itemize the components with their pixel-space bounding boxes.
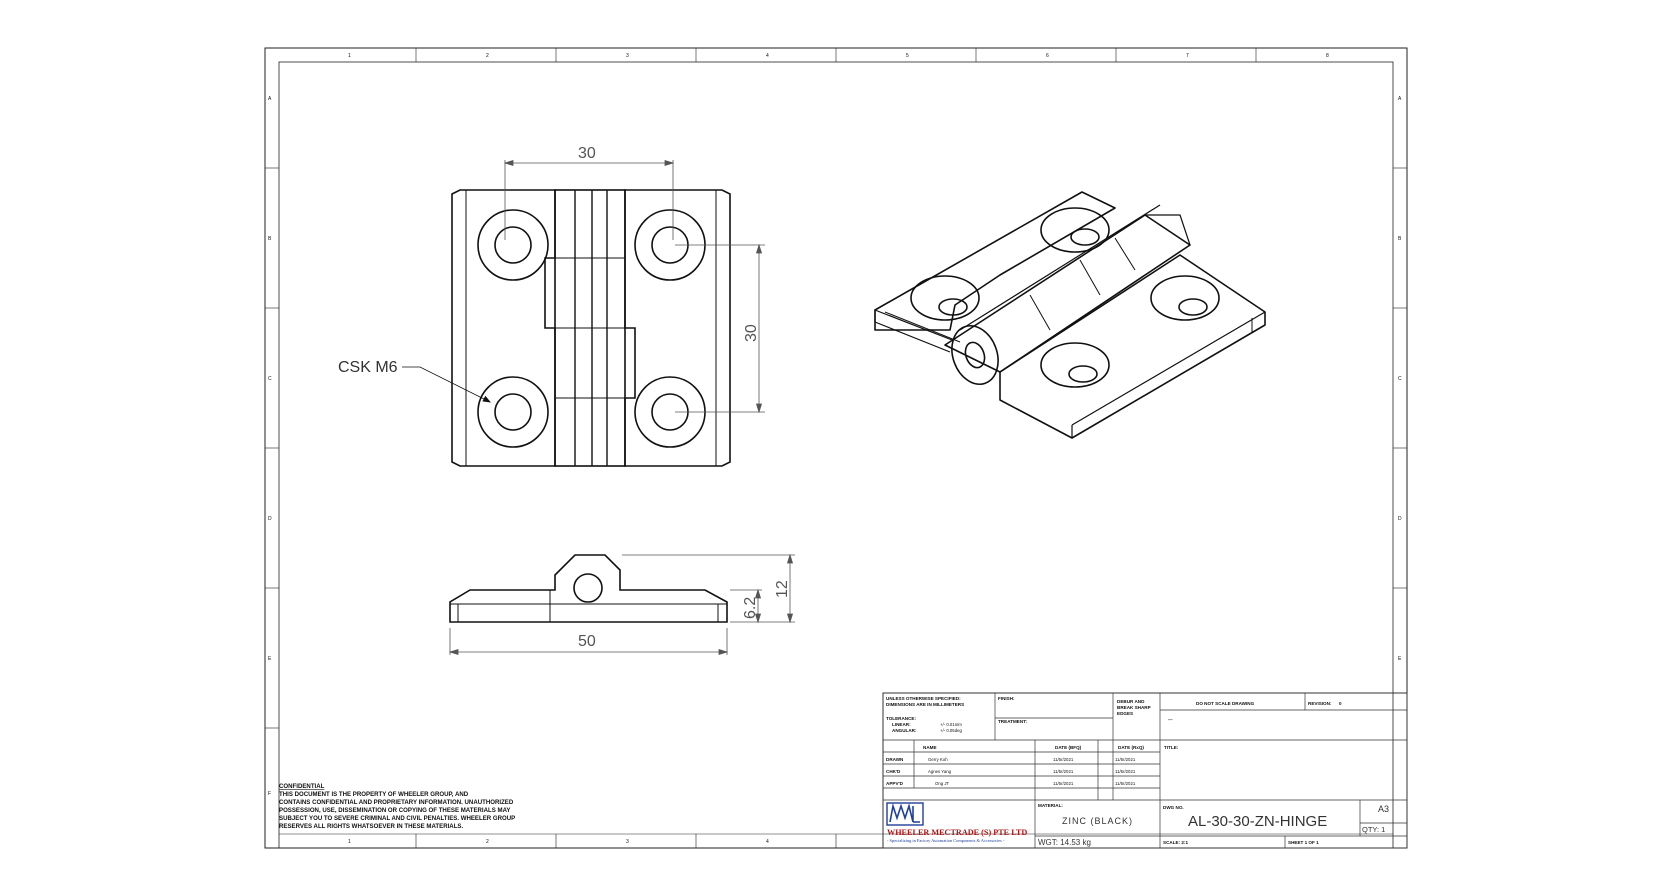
drawn-date-2: 11/5r/2021 bbox=[1115, 757, 1136, 762]
title-block-grid bbox=[882, 692, 1408, 849]
drawing-number: AL-30-30-ZN-HINGE bbox=[1188, 813, 1327, 830]
scale: SCALE: 2:1 bbox=[1163, 840, 1188, 845]
zone-col-2: 2 bbox=[486, 53, 489, 59]
zone-col-4-bottom: 4 bbox=[766, 839, 769, 845]
unless-note-2: DIMENSIONS ARE IN MILLIMETERS bbox=[886, 702, 964, 707]
checked-role: CHK'D bbox=[886, 769, 901, 774]
zone-row-c-right: C bbox=[1398, 376, 1402, 382]
zone-row-e-right: E bbox=[1398, 656, 1402, 662]
blank-value: --- bbox=[1168, 717, 1173, 722]
weight: WGT: 14.53 kg bbox=[1038, 838, 1091, 847]
zone-row-e: E bbox=[268, 656, 272, 662]
dim-overall-height: 12 bbox=[774, 580, 791, 598]
drawn-role: DRAWN bbox=[886, 757, 904, 762]
deburr-line-2: BREAK SHARP bbox=[1117, 705, 1151, 710]
approved-role: APPV'D bbox=[886, 781, 904, 786]
zone-labels: 1 2 3 4 5 6 7 8 1 2 3 4 A B C D E F A B … bbox=[268, 53, 1402, 845]
zone-row-d: D bbox=[268, 516, 272, 522]
do-not-scale: DO NOT SCALE DRAWING bbox=[1196, 701, 1255, 706]
dim-leaf-thickness: 6.2 bbox=[742, 597, 759, 619]
revision-label: REVISION: bbox=[1308, 701, 1332, 706]
title-label: TITLE: bbox=[1164, 745, 1179, 750]
zone-col-3: 3 bbox=[626, 53, 629, 59]
checked-date-2: 11/5r/2021 bbox=[1115, 769, 1136, 774]
zone-col-4: 4 bbox=[766, 53, 769, 59]
deburr-line-3: EDGES bbox=[1117, 711, 1133, 716]
revision-value: 0 bbox=[1339, 701, 1342, 706]
thread-callout: CSK M6 bbox=[338, 359, 398, 376]
top-view bbox=[451, 189, 731, 467]
date-bfq-header: DATE (BFQ) bbox=[1055, 745, 1082, 750]
confidential-line-4: SUBJECT YOU TO SEVERE CRIMINAL AND CIVIL… bbox=[279, 815, 515, 822]
unless-note-1: UNLESS OTHERWISE SPECIFIED: bbox=[886, 696, 961, 701]
drawn-date-1: 11/5r/2021 bbox=[1053, 757, 1074, 762]
linear-label: LINEAR: bbox=[892, 722, 911, 727]
zone-col-6: 6 bbox=[1046, 53, 1049, 59]
name-header: NAME bbox=[923, 745, 937, 750]
zone-row-a: A bbox=[268, 96, 272, 102]
zone-row-c: C bbox=[268, 376, 272, 382]
zone-col-3-bottom: 3 bbox=[626, 839, 629, 845]
top-view-dimensions bbox=[402, 159, 765, 414]
material-label: MATERIAL: bbox=[1038, 803, 1063, 808]
front-view-dimensions bbox=[448, 553, 795, 656]
zone-row-b-right: B bbox=[1398, 236, 1402, 242]
zone-row-f: F bbox=[268, 791, 271, 797]
finish-label: FINISH: bbox=[998, 696, 1015, 701]
checked-name: Agnes Yang bbox=[928, 769, 952, 774]
isometric-view bbox=[874, 191, 1266, 439]
sheet-frame bbox=[264, 47, 1408, 849]
sheet-size: A3 bbox=[1378, 804, 1389, 814]
confidential-title: CONFIDENTIAL bbox=[279, 783, 325, 790]
zone-col-5: 5 bbox=[906, 53, 909, 59]
angular-label: ANGULAR: bbox=[892, 728, 917, 733]
quantity: QTY: 1 bbox=[1362, 825, 1385, 834]
checked-date-1: 11/5r/2021 bbox=[1053, 769, 1074, 774]
zone-row-d-right: D bbox=[1398, 516, 1402, 522]
zone-row-a-right: A bbox=[1398, 96, 1402, 102]
material-value: ZINC (BLACK) bbox=[1062, 816, 1133, 826]
dim-hole-spacing-horizontal: 30 bbox=[578, 145, 596, 162]
front-view bbox=[449, 554, 728, 623]
confidential-line-3: POSSESSION, USE, DISSEMINATION OR COPYIN… bbox=[279, 807, 510, 814]
zone-row-b: B bbox=[268, 236, 272, 242]
dim-hole-spacing-vertical: 30 bbox=[743, 324, 760, 342]
dim-overall-width: 50 bbox=[578, 633, 596, 650]
linear-value: +/- 0.01mm bbox=[940, 722, 962, 727]
zone-col-7: 7 bbox=[1186, 53, 1189, 59]
zone-col-1-bottom: 1 bbox=[348, 839, 351, 845]
confidential-line-2: CONTAINS CONFIDENTIAL AND PROPRIETARY IN… bbox=[279, 799, 514, 806]
zone-col-1: 1 bbox=[348, 53, 351, 59]
company-name: WHEELER MECTRADE (S) PTE LTD bbox=[887, 828, 1027, 837]
confidential-line-1: THIS DOCUMENT IS THE PROPERTY OF WHEELER… bbox=[279, 791, 469, 798]
confidential-line-5: RESERVES ALL RIGHTS WHATSOEVER IN THESE … bbox=[279, 823, 463, 830]
treatment-label: TREATMENT: bbox=[998, 719, 1027, 724]
dwg-no-label: DWG NO. bbox=[1163, 805, 1184, 810]
deburr-line-1: DEBUR AND bbox=[1117, 699, 1145, 704]
company-logo-icon bbox=[886, 802, 924, 826]
approved-date-2: 11/5r/2021 bbox=[1115, 781, 1136, 786]
angular-value: +/- 0.05deg bbox=[940, 728, 962, 733]
tolerance-label: TOLERANCE: bbox=[886, 716, 917, 721]
confidential-notice: CONFIDENTIAL THIS DOCUMENT IS THE PROPER… bbox=[279, 783, 515, 830]
approved-name: Ong JT bbox=[935, 781, 949, 786]
zone-col-8: 8 bbox=[1326, 53, 1329, 59]
sheet-number: SHEET 1 OF 1 bbox=[1288, 840, 1319, 845]
zone-col-2-bottom: 2 bbox=[486, 839, 489, 845]
approved-date-1: 11/5r/2021 bbox=[1053, 781, 1074, 786]
company-tagline: - Specializing in Factory Automation Com… bbox=[887, 838, 1005, 843]
drawn-name: Gerry Koh bbox=[928, 757, 948, 762]
date-rxq-header: DATE (RxQ) bbox=[1118, 745, 1144, 750]
